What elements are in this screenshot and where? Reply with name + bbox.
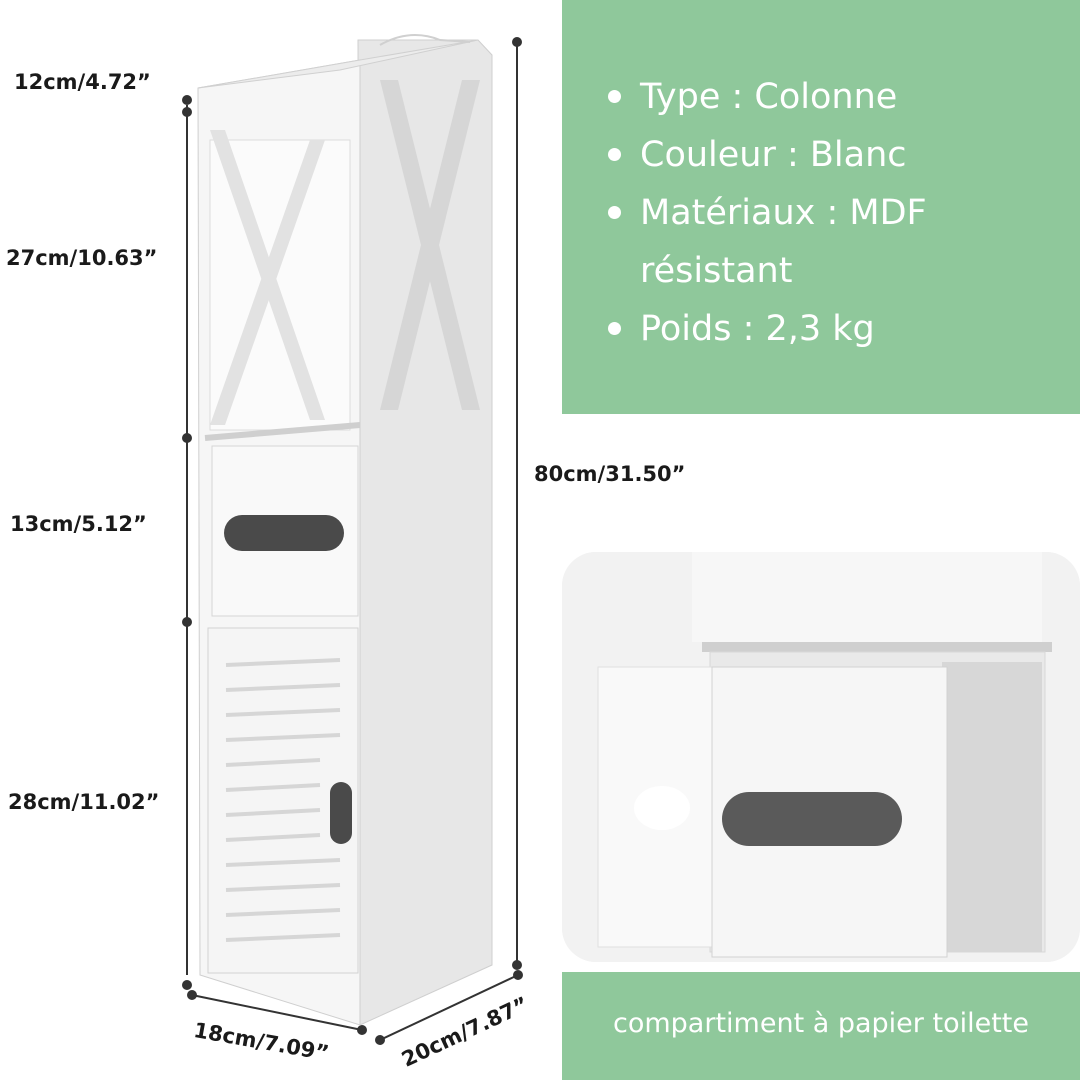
dimension-open-section: 27cm/10.63” <box>6 246 158 270</box>
bullet-icon <box>608 322 621 335</box>
caption-text: compartiment à papier toilette <box>613 1008 1029 1039</box>
bullet-icon <box>608 206 621 219</box>
dimension-door-section: 28cm/11.02” <box>8 790 160 814</box>
dimension-drawer: 13cm/5.12” <box>10 512 147 536</box>
specs-list: Type : Colonne Couleur : Blanc Matériaux… <box>602 68 1062 358</box>
cabinet-illustration <box>182 34 523 1045</box>
specs-panel: Type : Colonne Couleur : Blanc Matériaux… <box>562 0 1080 414</box>
bullet-icon <box>608 148 621 161</box>
spec-item: Poids : 2,3 kg <box>602 300 1062 358</box>
caption-banner: compartiment à papier toilette <box>562 972 1080 1080</box>
bullet-icon <box>608 90 621 103</box>
detail-image <box>562 552 1080 962</box>
dimension-total-height: 80cm/31.50” <box>534 462 686 486</box>
spec-item: Couleur : Blanc <box>602 126 1062 184</box>
spec-item: Type : Colonne <box>602 68 1062 126</box>
dimension-top-shelf: 12cm/4.72” <box>14 70 151 94</box>
spec-item: Matériaux : MDF résistant <box>602 184 1062 300</box>
